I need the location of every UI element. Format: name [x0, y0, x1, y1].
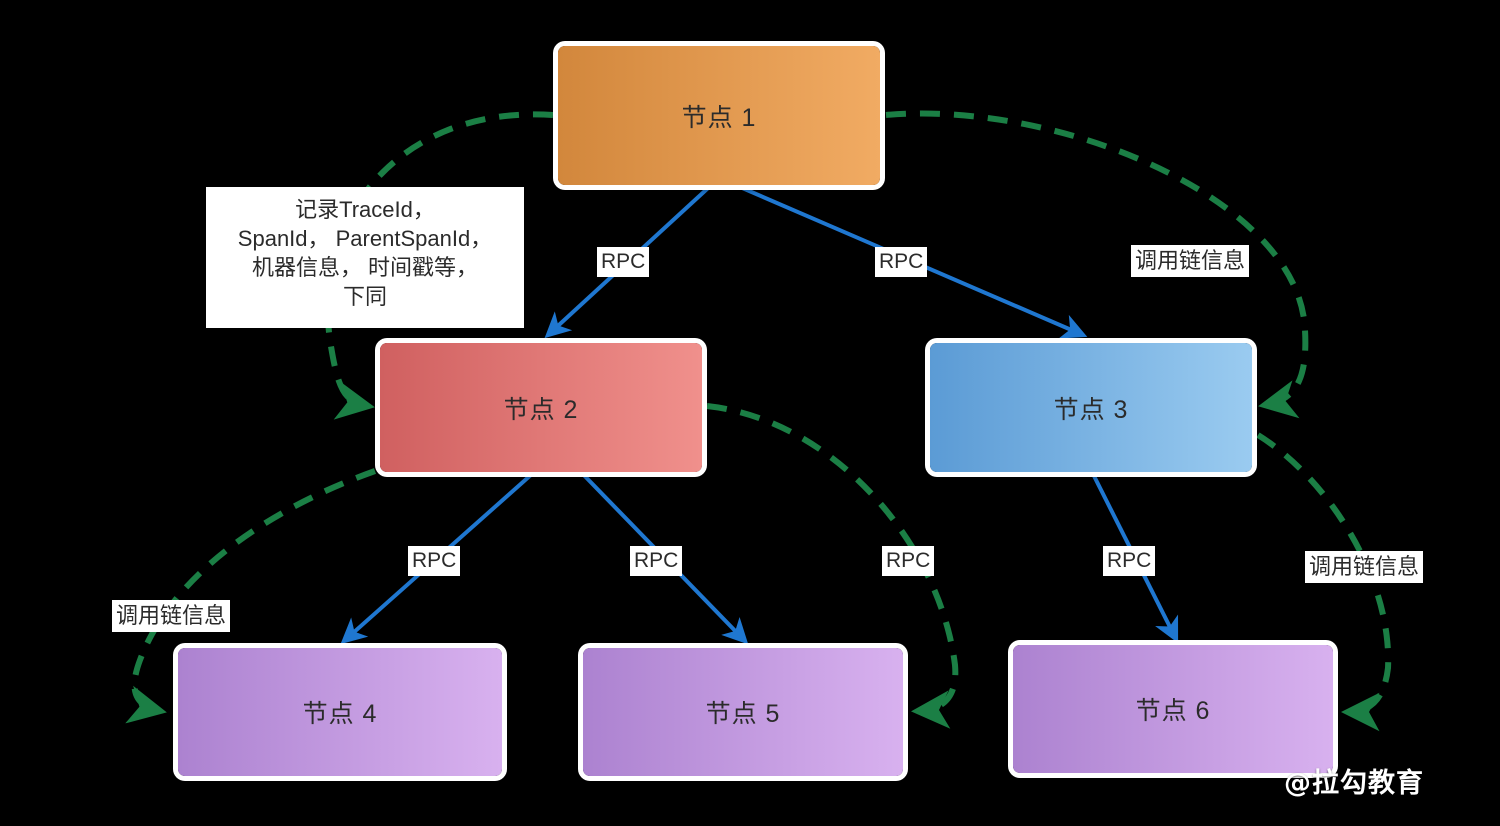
- trace-label-n3-n6: 调用链信息: [1305, 551, 1424, 583]
- node-6-label: 节点 6: [1135, 697, 1211, 725]
- trace-edge-n1-n3: [885, 110, 1309, 419]
- node-2-label: 节点 2: [503, 395, 579, 424]
- rpc-label-n1-n3: RPC: [875, 247, 928, 278]
- node-4[interactable]: 节点 4: [178, 648, 502, 776]
- watermark: @拉勾教育: [1284, 768, 1424, 799]
- trace-edge-n2-n5: [706, 403, 959, 729]
- trace-fields-note: 记录TraceId， SpanId， ParentSpanId， 机器信息， 时…: [206, 187, 524, 328]
- rpc-label-n1-n2: RPC: [597, 247, 650, 278]
- rpc-label-n2-n5: RPC: [630, 546, 683, 577]
- rpc-label-n2-n5-trace: RPC: [882, 546, 935, 577]
- node-2[interactable]: 节点 2: [380, 343, 702, 472]
- rpc-label-n3-n6: RPC: [1103, 546, 1156, 577]
- node-1-label: 节点 1: [681, 103, 757, 132]
- rpc-label-n2-n4: RPC: [408, 546, 461, 577]
- trace-label-n2-n4: 调用链信息: [112, 600, 231, 632]
- trace-edge-n3-n6: [1256, 432, 1392, 732]
- node-5-label: 节点 5: [705, 700, 781, 728]
- node-5[interactable]: 节点 5: [583, 648, 903, 776]
- node-6[interactable]: 节点 6: [1013, 645, 1333, 773]
- trace-label-n1-n3: 调用链信息: [1131, 245, 1250, 277]
- node-1[interactable]: 节点 1: [558, 46, 880, 185]
- node-4-label: 节点 4: [302, 700, 378, 728]
- trace-edge-n2-n4: [125, 468, 377, 724]
- node-3-label: 节点 3: [1053, 395, 1129, 424]
- node-3[interactable]: 节点 3: [930, 343, 1252, 472]
